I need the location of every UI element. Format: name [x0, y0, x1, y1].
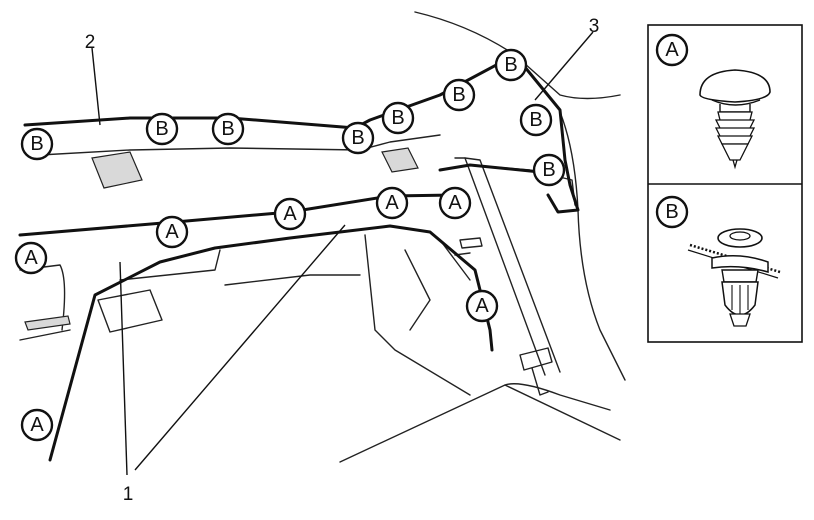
- clip-b-callout: B: [20, 127, 54, 161]
- svg-text:A: A: [475, 295, 489, 317]
- svg-text:B: B: [351, 127, 364, 149]
- svg-text:A: A: [448, 192, 462, 214]
- svg-text:A: A: [30, 414, 44, 436]
- push-clip-a-icon: [699, 69, 771, 170]
- inset-b-label: B: [655, 195, 689, 229]
- clip-a-callouts: A A A A A A A: [14, 186, 499, 442]
- leader-lines: [91, 31, 594, 476]
- clip-a-callout: A: [14, 241, 48, 275]
- svg-text:A: A: [665, 39, 679, 61]
- svg-text:A: A: [165, 221, 179, 243]
- svg-text:A: A: [24, 247, 38, 269]
- clip-b-callout: B: [519, 103, 553, 137]
- clip-b-callout: B: [532, 153, 566, 187]
- part-1-lower-trim: [18, 193, 494, 462]
- clip-inset-panel: A B: [647, 24, 803, 343]
- part-3-quarter-trim: [438, 53, 580, 214]
- svg-text:B: B: [391, 107, 404, 129]
- svg-text:B: B: [529, 109, 542, 131]
- clip-a-callout: A: [155, 215, 189, 249]
- body-outline: [19, 11, 626, 463]
- svg-text:B: B: [155, 118, 168, 140]
- svg-text:B: B: [504, 54, 517, 76]
- svg-text:A: A: [283, 203, 297, 225]
- svg-text:A: A: [385, 192, 399, 214]
- clip-b-callout: B: [442, 78, 476, 112]
- clip-b-callout: B: [341, 121, 375, 155]
- clip-a-callout: A: [20, 408, 54, 442]
- inset-a-label: A: [655, 33, 689, 67]
- clip-b-callout: B: [381, 101, 415, 135]
- ref-number-2: 2: [85, 32, 96, 53]
- clip-b-callout: B: [145, 112, 179, 146]
- svg-text:B: B: [30, 133, 43, 155]
- svg-text:B: B: [542, 159, 555, 181]
- ref-number-1: 1: [123, 484, 134, 505]
- clip-a-callout: A: [438, 186, 472, 220]
- svg-text:B: B: [452, 84, 465, 106]
- clip-b-callouts: B B B B B B B B B: [20, 48, 566, 187]
- clip-a-callout: A: [273, 197, 307, 231]
- clip-a-callout: A: [465, 289, 499, 323]
- clip-b-callout: B: [211, 112, 245, 146]
- clip-b-callout: B: [494, 48, 528, 82]
- ref-number-3: 3: [589, 16, 600, 37]
- trim-clip-b-icon: [687, 228, 781, 327]
- svg-text:B: B: [665, 201, 678, 223]
- svg-text:B: B: [221, 118, 234, 140]
- clip-a-callout: A: [375, 186, 409, 220]
